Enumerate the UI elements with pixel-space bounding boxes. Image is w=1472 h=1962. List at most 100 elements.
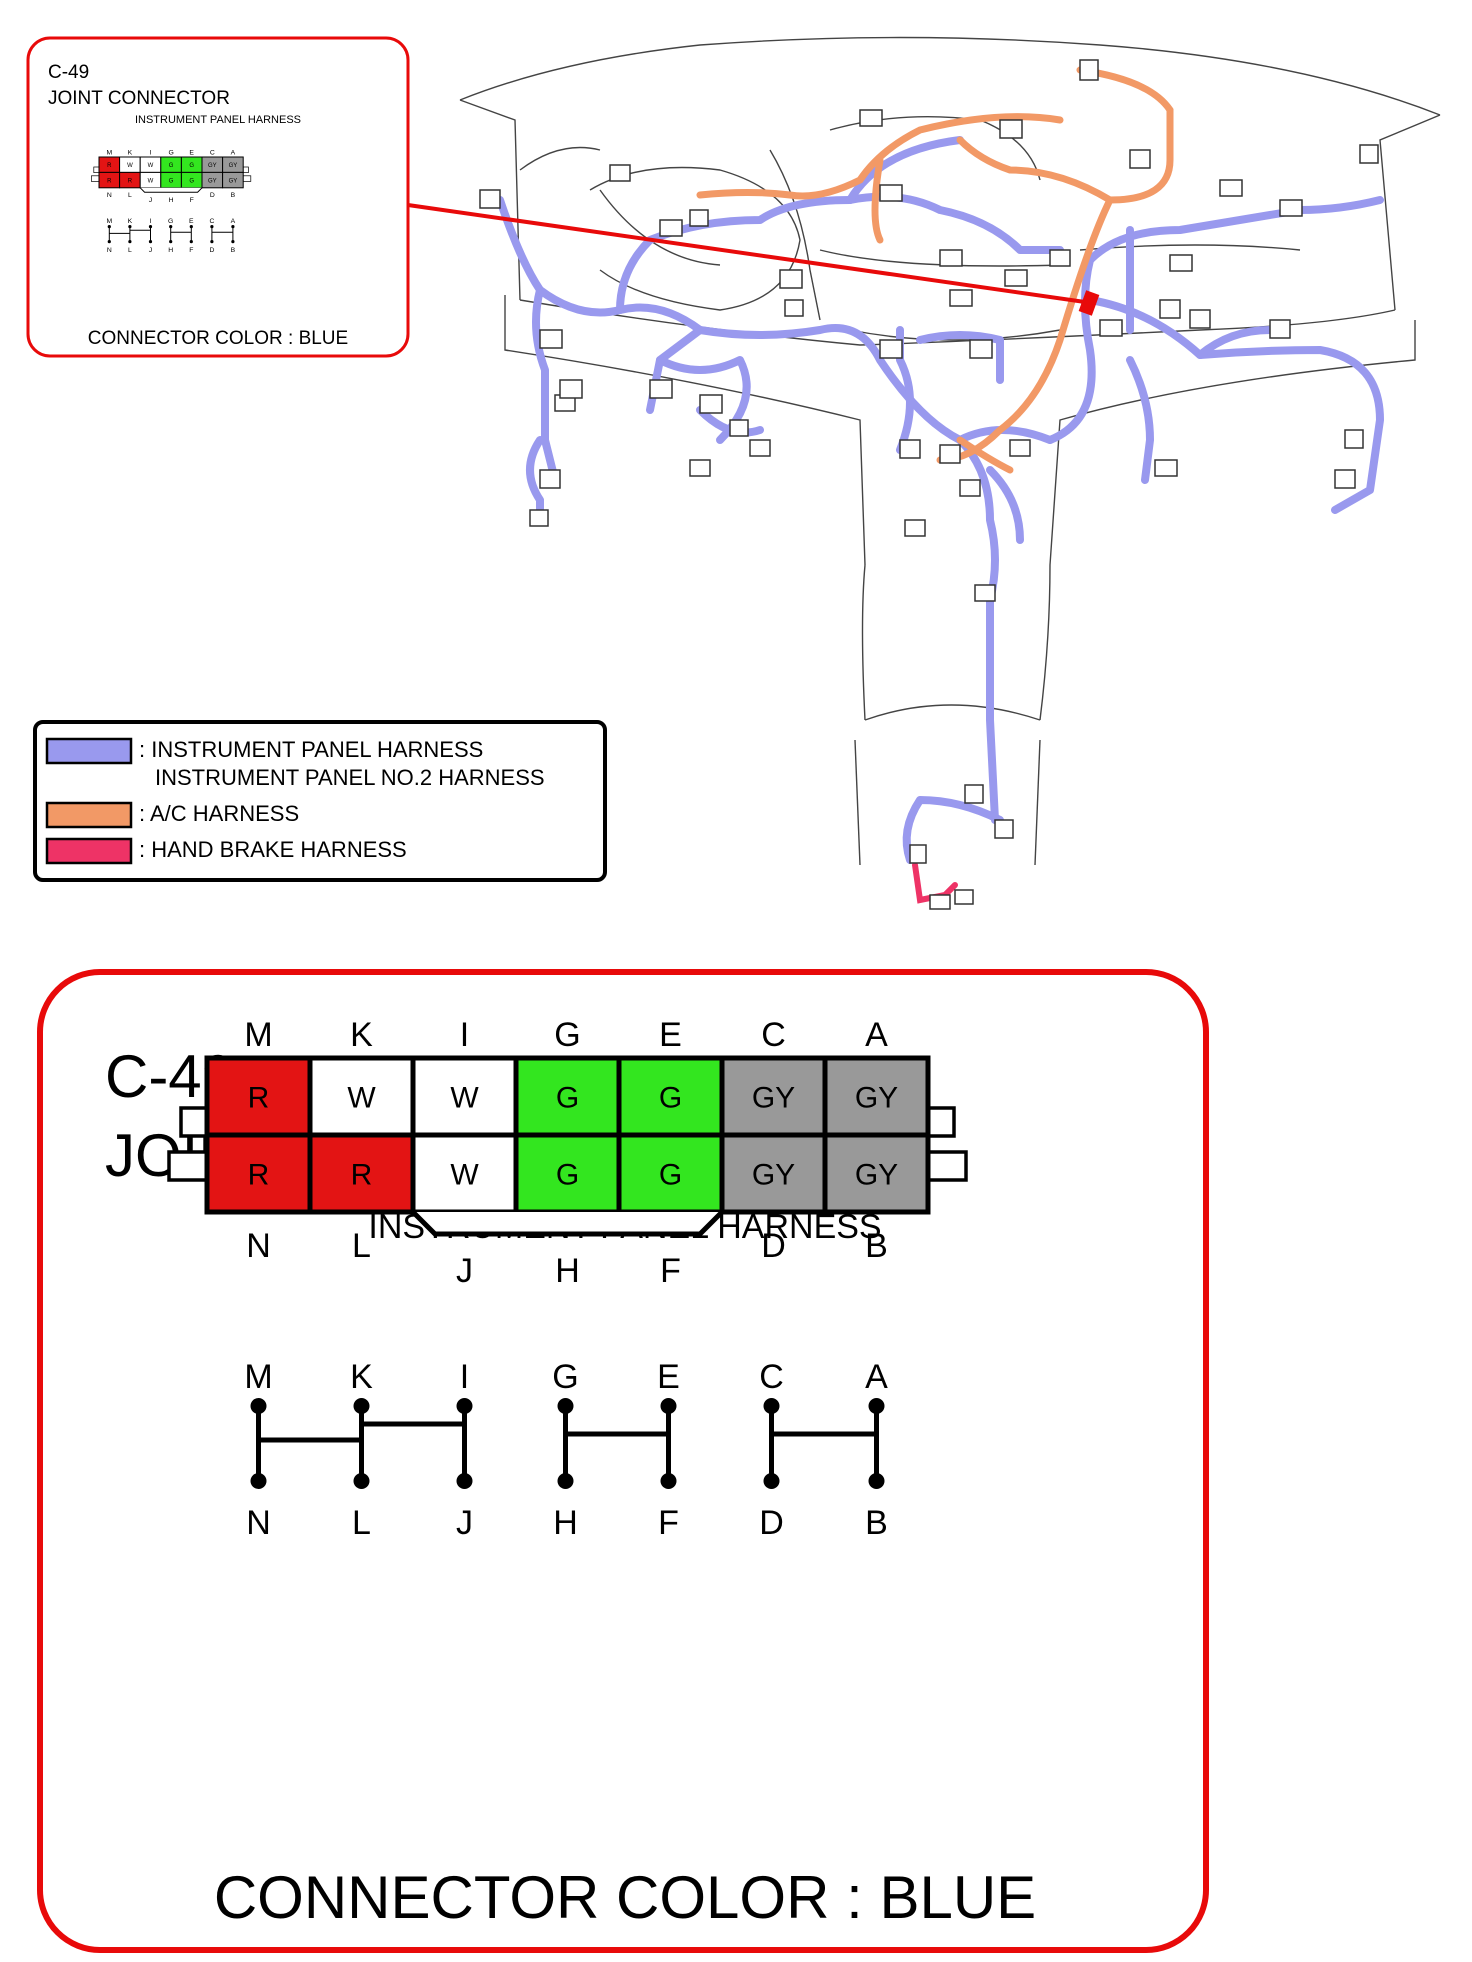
instrument-panel-harness-wires xyxy=(496,136,1384,864)
schematic-label-H: H xyxy=(553,1504,578,1542)
callout-leader-line xyxy=(407,203,1093,305)
connector-inset-small: C-49 JOINT CONNECTOR INSTRUMENT PANEL HA… xyxy=(26,36,410,358)
wire-color-L: R xyxy=(128,178,133,184)
connector-right-tab-lower xyxy=(242,175,252,182)
schematic-node-I xyxy=(456,1398,473,1414)
schematic-label-D: D xyxy=(759,1504,784,1542)
schematic-node-L xyxy=(128,240,132,244)
schematic-label-J: J xyxy=(149,247,152,254)
pin-label-A: A xyxy=(865,1016,888,1054)
schematic-label-B: B xyxy=(231,247,236,254)
pin-label-D: D xyxy=(761,1227,786,1265)
schematic-node-M xyxy=(107,225,111,229)
pin-cell-L xyxy=(307,1132,416,1215)
pin-label-N: N xyxy=(246,1227,271,1265)
wire-color-D: GY xyxy=(752,1158,795,1191)
schematic-node-C xyxy=(763,1398,780,1414)
wire-color-J: W xyxy=(450,1158,479,1191)
inset-connector-color-label: CONNECTOR COLOR : BLUE xyxy=(88,328,348,349)
wire-color-A: GY xyxy=(229,163,238,169)
schematic-node-E xyxy=(189,225,193,229)
pin-label-F: F xyxy=(190,197,194,204)
pin-label-H: H xyxy=(555,1252,580,1290)
schematic-label-J: J xyxy=(456,1504,473,1542)
wire-color-B: GY xyxy=(855,1158,898,1191)
wire-color-K: W xyxy=(127,163,133,169)
pin-label-K: K xyxy=(128,150,133,157)
schematic-node-K xyxy=(353,1398,370,1414)
schematic-node-M xyxy=(250,1398,267,1414)
schematic-label-M: M xyxy=(244,1358,272,1396)
pin-label-E: E xyxy=(189,150,194,157)
schematic-label-D: D xyxy=(209,247,214,254)
pin-label-G: G xyxy=(168,150,173,157)
pin-label-C: C xyxy=(761,1016,786,1054)
schematic-label-M: M xyxy=(106,218,112,225)
wire-color-F: G xyxy=(189,178,194,184)
schematic-label-N: N xyxy=(246,1504,271,1542)
schematic-label-E: E xyxy=(657,1358,680,1396)
schematic-label-E: E xyxy=(189,218,194,225)
schematic-label-F: F xyxy=(658,1504,679,1542)
schematic-node-C xyxy=(210,225,214,229)
schematic-node-J xyxy=(148,240,153,244)
pin-label-J: J xyxy=(456,1252,473,1290)
connector-left-tab-upper xyxy=(93,166,100,173)
wire-color-M: R xyxy=(107,163,112,169)
schematic-label-C: C xyxy=(209,218,214,225)
wire-color-J: W xyxy=(148,178,154,184)
wire-color-E: G xyxy=(659,1081,682,1114)
pin-label-J: J xyxy=(149,197,152,204)
schematic-label-N: N xyxy=(107,247,112,254)
pin-label-E: E xyxy=(659,1016,682,1054)
wire-color-M: R xyxy=(248,1081,270,1114)
wire-color-G: G xyxy=(556,1081,579,1114)
schematic-label-K: K xyxy=(350,1358,373,1396)
wire-color-N: R xyxy=(107,178,112,184)
schematic-node-B xyxy=(231,240,235,244)
wire-color-G: G xyxy=(169,163,174,169)
legend-label-instrument-panel-no2: INSTRUMENT PANEL NO.2 HARNESS xyxy=(155,765,545,790)
wire-color-I: W xyxy=(148,163,154,169)
connector-left-tab-lower xyxy=(91,175,100,182)
schematic-label-C: C xyxy=(759,1358,784,1396)
wire-color-L: R xyxy=(351,1158,373,1191)
inset-harness-label: INSTRUMENT PANEL HARNESS xyxy=(135,114,301,126)
schematic-label-A: A xyxy=(231,218,236,225)
wire-color-B: GY xyxy=(229,178,238,184)
schematic-node-K xyxy=(128,225,132,229)
schematic-label-I: I xyxy=(460,1358,469,1396)
wire-color-F: G xyxy=(659,1158,682,1191)
inset-connector-name: JOINT CONNECTOR xyxy=(48,88,230,109)
pin-label-H: H xyxy=(169,197,174,204)
legend-swatch-instrument-panel xyxy=(45,737,133,765)
schematic-node-I xyxy=(148,225,153,229)
connector-detail-large: C-49 JOINT CONNECTOR INSTRUMENT PANEL HA… xyxy=(37,969,1209,1953)
connector-key-ledge xyxy=(139,187,203,193)
wire-color-K: W xyxy=(347,1081,376,1114)
wire-color-C: GY xyxy=(752,1081,795,1114)
schematic-node-N xyxy=(107,240,111,244)
schematic-node-J xyxy=(456,1473,473,1489)
schematic-node-G xyxy=(557,1398,574,1414)
schematic-label-G: G xyxy=(552,1358,578,1396)
schematic-node-D xyxy=(210,240,214,244)
legend-swatch-ac xyxy=(45,801,133,829)
pin-cell-G xyxy=(513,1055,622,1138)
pin-label-B: B xyxy=(231,192,236,199)
pin-cell-B xyxy=(222,171,244,189)
wire-color-C: GY xyxy=(208,163,217,169)
legend-label-instrument-panel: : INSTRUMENT PANEL HARNESS xyxy=(139,737,483,762)
schematic-node-H xyxy=(169,240,173,244)
pin-label-F: F xyxy=(660,1252,681,1290)
schematic-label-A: A xyxy=(865,1358,888,1396)
pin-label-L: L xyxy=(128,192,132,199)
schematic-label-K: K xyxy=(128,218,133,225)
pin-cell-E xyxy=(616,1055,725,1138)
schematic-label-L: L xyxy=(128,247,132,254)
legend-label-ac: : A/C HARNESS xyxy=(139,801,299,826)
pin-cell-I xyxy=(410,1055,519,1138)
